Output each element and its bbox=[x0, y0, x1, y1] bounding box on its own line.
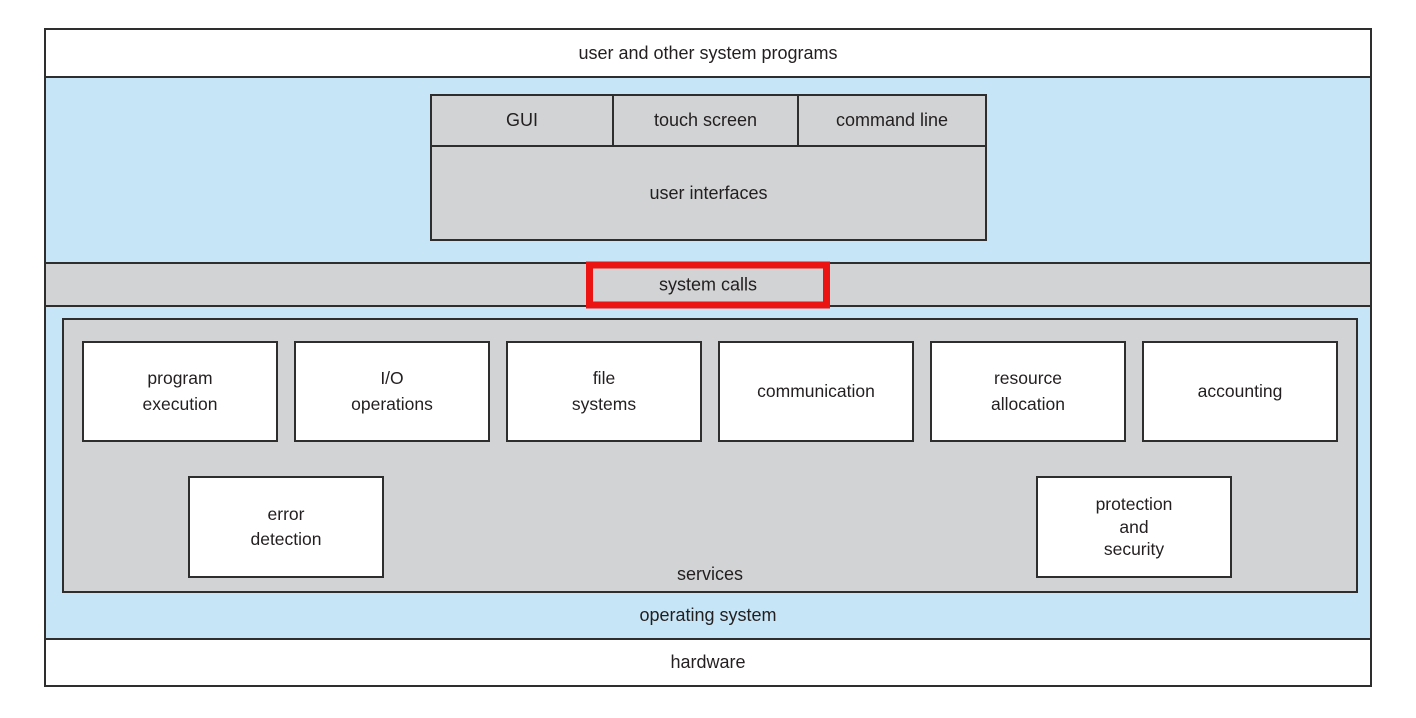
user-programs-band: user and other system programs bbox=[46, 30, 1370, 76]
operating-system-band: program execution I/O operations file sy… bbox=[46, 307, 1370, 638]
system-calls-highlight: system calls bbox=[586, 261, 830, 308]
service-io-operations: I/O operations bbox=[294, 341, 490, 442]
service-accounting: accounting bbox=[1142, 341, 1338, 442]
service-file-systems: file systems bbox=[506, 341, 702, 442]
service-error-detection: error detection bbox=[188, 476, 384, 578]
hardware-label: hardware bbox=[670, 652, 746, 672]
user-interfaces-box: GUI touch screen command line user inter… bbox=[430, 94, 987, 241]
ui-types-row: GUI touch screen command line bbox=[432, 96, 985, 147]
services-label: services bbox=[676, 564, 743, 584]
ui-type-touch-screen: touch screen bbox=[614, 96, 799, 145]
ui-type-command-line: command line bbox=[835, 110, 949, 130]
operating-system-label: operating system bbox=[639, 605, 777, 625]
service-program-execution: program execution bbox=[82, 341, 278, 442]
user-programs-label: user and other system programs bbox=[578, 42, 838, 63]
service-resource-allocation: resource allocation bbox=[930, 341, 1126, 442]
system-calls-label: system calls bbox=[658, 274, 757, 294]
service-protection-and-security: protection and security bbox=[1036, 476, 1232, 578]
user-interfaces-band: GUI touch screen command line user inter… bbox=[46, 76, 1370, 262]
hardware-band: hardware bbox=[46, 638, 1370, 685]
ui-type-gui: GUI bbox=[432, 96, 614, 145]
system-calls-band: system calls bbox=[46, 261, 1370, 308]
services-box: program execution I/O operations file sy… bbox=[62, 318, 1358, 593]
service-communication: communication bbox=[718, 341, 914, 442]
os-structure-diagram: user and other system programs GUI touch… bbox=[44, 28, 1372, 687]
user-interfaces-label: user interfaces bbox=[649, 182, 768, 203]
